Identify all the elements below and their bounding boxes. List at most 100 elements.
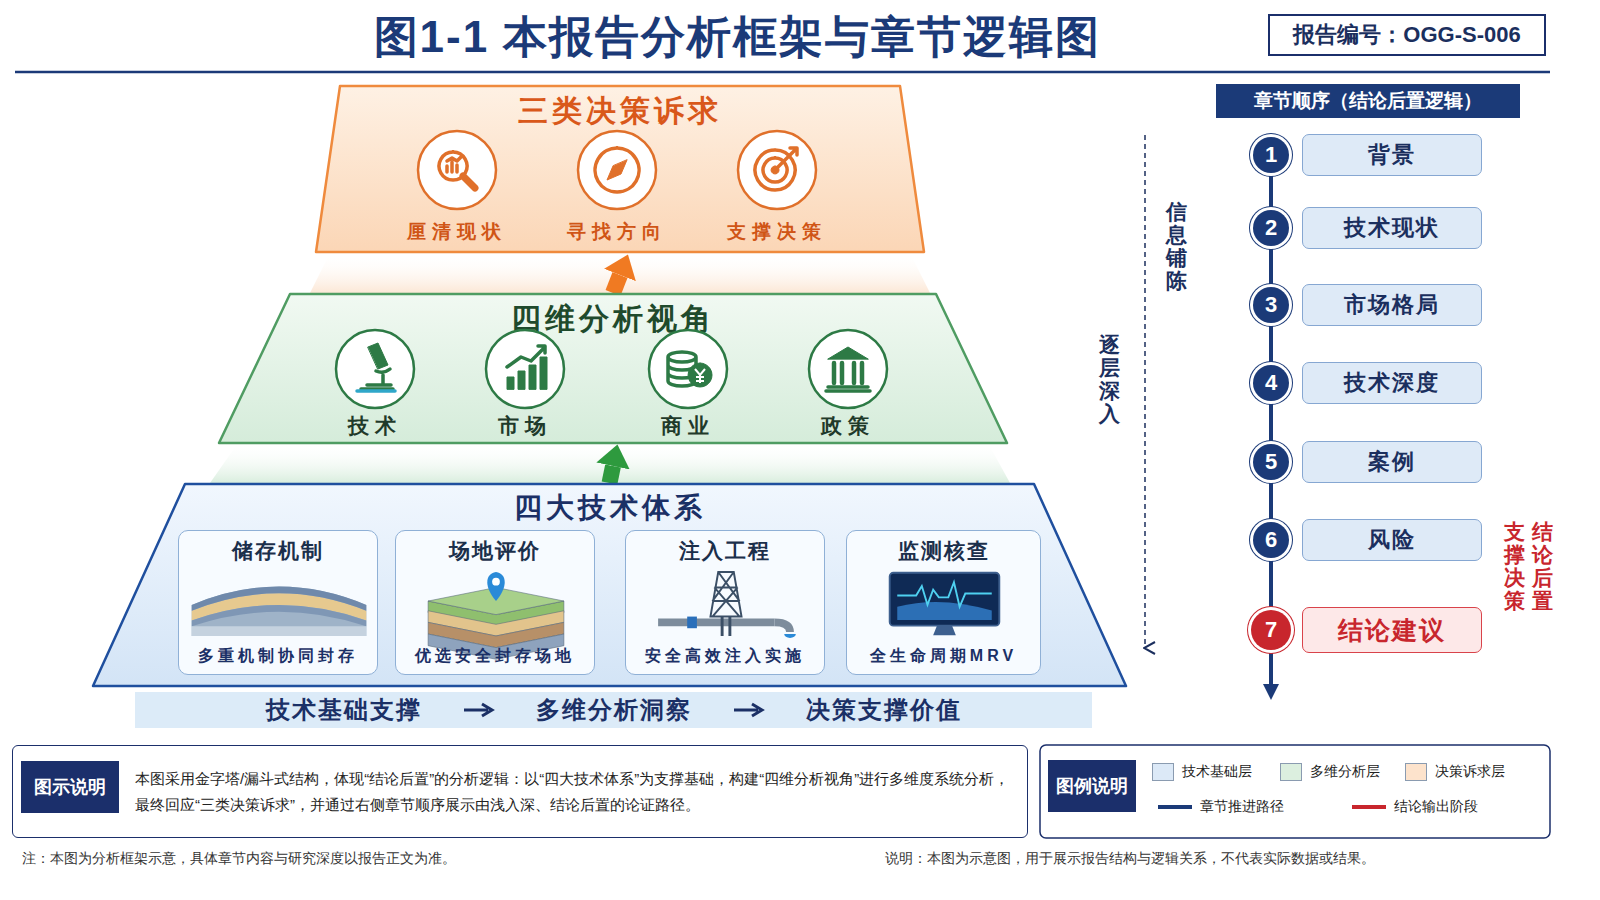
badge-text: 报告编号：OGG-S-006	[1293, 20, 1520, 50]
dark-text: 图示说明	[34, 774, 106, 800]
num-node: 3	[1253, 287, 1289, 323]
icon-node: 支撑决策	[727, 128, 827, 244]
chapter-path	[1269, 558, 1273, 610]
chap-node: 技术现状	[1302, 207, 1482, 249]
illustration-site	[399, 567, 593, 639]
num-text: 4	[1265, 370, 1277, 396]
icon-node: 技术	[325, 327, 425, 440]
chapter-arrowhead	[1263, 684, 1279, 700]
chapter-path	[1269, 173, 1273, 210]
system-caption: 多重机制协同封存	[198, 646, 358, 667]
num-node: 6	[1253, 522, 1289, 558]
dark-node: 图示说明	[21, 761, 119, 813]
icon-node: 商业	[638, 327, 738, 440]
num-text: 3	[1265, 292, 1277, 318]
tech-node: 监测核查全生命周期MRV	[846, 530, 1041, 675]
icon-text: 政策	[821, 412, 875, 440]
system-title: 场地评价	[449, 537, 541, 565]
icon-node: 市场	[475, 327, 575, 440]
icon-text: 寻找方向	[567, 219, 667, 244]
num-text: 1	[1265, 142, 1277, 168]
system-caption: 全生命周期MRV	[870, 646, 1017, 667]
flow-arrow	[732, 702, 766, 718]
num-text: 5	[1265, 449, 1277, 475]
num-node: 1	[1253, 137, 1289, 173]
icon-mag	[415, 128, 499, 212]
side-label: 逐层深入	[1099, 333, 1120, 425]
chapter-path	[1269, 401, 1273, 444]
layer-node: 四大技术体系储存机制多重机制协同封存场地评价优选安全封存场地注入工程安全高效注入…	[92, 483, 1127, 687]
badge-node: 报告编号：OGG-S-006	[1268, 14, 1546, 56]
legend-entry: 决策诉求层	[1405, 763, 1505, 781]
chapter-path	[1269, 480, 1273, 522]
flow-arrow	[462, 702, 496, 718]
num-node: 4	[1253, 365, 1289, 401]
chap-text: 结论建议	[1338, 614, 1446, 647]
illustration-rock	[182, 567, 376, 639]
layer-shape	[93, 484, 1126, 686]
tech-node: 场地评价优选安全封存场地	[395, 530, 595, 675]
dark-node: 图例说明	[1048, 760, 1136, 812]
tech-node: 储存机制多重机制协同封存	[178, 530, 378, 675]
hdr-node: 章节顺序（结论后置逻辑）	[1216, 84, 1520, 118]
icon-text: 商业	[661, 412, 715, 440]
legend-text: 多维分析层	[1310, 763, 1380, 781]
chap-text: 技术现状	[1344, 213, 1440, 243]
icon-text: 技术	[348, 412, 402, 440]
side-label: 信息铺陈	[1166, 200, 1187, 292]
title-rule	[15, 71, 1550, 74]
chap-text: 技术深度	[1344, 368, 1440, 398]
chap-text: 市场格局	[1344, 290, 1440, 320]
chapter-path	[1269, 323, 1273, 365]
legend-entry: 技术基础层	[1152, 763, 1252, 781]
conclusion-label: 支撑决策	[1504, 520, 1525, 612]
legend-swatch	[1405, 763, 1427, 781]
illustration-monitor	[850, 567, 1039, 639]
footnote: 说明：本图为示意图，用于展示报告结构与逻辑关系，不代表实际数据或结果。	[885, 850, 1375, 868]
chap-node: 风险	[1302, 519, 1482, 561]
num-node: 7	[1251, 610, 1291, 650]
tech-node: 注入工程安全高效注入实施	[625, 530, 825, 675]
legend-line	[1158, 804, 1192, 810]
chap-node: 案例	[1302, 441, 1482, 483]
band-text: 决策支撑价值	[806, 694, 962, 726]
depth-arrow	[1144, 135, 1146, 648]
legend-text: 结论输出阶段	[1394, 798, 1478, 816]
legend-text: 技术基础层	[1182, 763, 1252, 781]
layer-text: 三类决策诉求	[518, 91, 722, 132]
legend-swatch	[1280, 763, 1302, 781]
icon-bank	[806, 327, 890, 411]
band-text: 多维分析洞察	[536, 694, 692, 726]
chap-node: 市场格局	[1302, 284, 1482, 326]
chap-node: 结论建议	[1302, 607, 1482, 653]
band-node: 技术基础支撑多维分析洞察决策支撑价值	[135, 692, 1092, 728]
system-caption: 安全高效注入实施	[645, 646, 805, 667]
chap-text: 背景	[1368, 140, 1416, 170]
chap-node: 背景	[1302, 134, 1482, 176]
icon-node: 政策	[798, 327, 898, 440]
icon-target	[735, 128, 819, 212]
icon-node: 寻找方向	[567, 128, 667, 244]
legend-entry: 多维分析层	[1280, 763, 1380, 781]
legend-line	[1352, 804, 1386, 810]
icon-text: 厘清现状	[407, 219, 507, 244]
hdr-text: 章节顺序（结论后置逻辑）	[1254, 88, 1482, 114]
conclusion-label: 结论后置	[1532, 520, 1553, 612]
footnote: 注：本图为分析框架示意，具体章节内容与研究深度以报告正文为准。	[22, 850, 456, 868]
icon-coins	[646, 327, 730, 411]
title: 图1-1 本报告分析框架与章节逻辑图	[260, 8, 1215, 67]
system-title: 储存机制	[232, 537, 324, 565]
layer-shape	[316, 86, 924, 252]
legend-text: 决策诉求层	[1435, 763, 1505, 781]
num-text: 7	[1265, 617, 1277, 643]
system-caption: 优选安全封存场地	[415, 646, 575, 667]
system-title: 监测核查	[898, 537, 990, 565]
chap-text: 风险	[1368, 525, 1416, 555]
num-node: 5	[1253, 444, 1289, 480]
dark-text: 图例说明	[1056, 774, 1128, 798]
icon-bars	[483, 327, 567, 411]
legend-text: 章节推进路径	[1200, 798, 1284, 816]
layer-glow	[310, 253, 930, 293]
chapter-tail	[1269, 650, 1273, 684]
chap-text: 案例	[1368, 447, 1416, 477]
